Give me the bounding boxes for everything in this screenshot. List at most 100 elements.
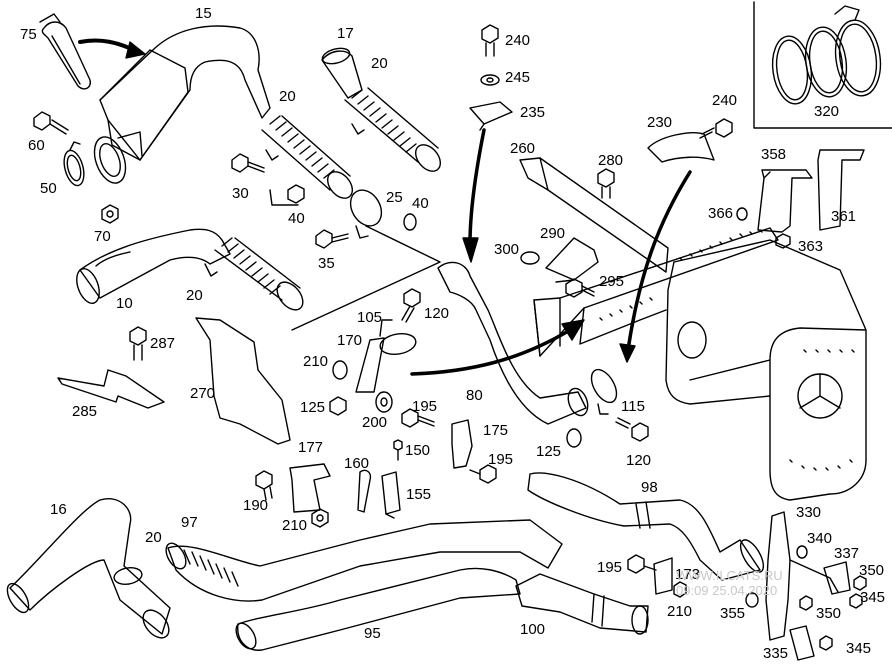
callout-337: 337 xyxy=(834,545,860,562)
bracket-175 xyxy=(451,419,473,469)
watermark: WWW.ILCATS.RU 09:09 25.04.2020 xyxy=(676,568,783,598)
callout-150: 150 xyxy=(405,442,431,459)
callout-155: 155 xyxy=(406,486,432,503)
callout-330: 330 xyxy=(796,504,822,521)
pipe-80 xyxy=(437,261,589,425)
callout-195a: 195 xyxy=(412,398,438,415)
bolt-60 xyxy=(33,111,69,135)
nut-210b xyxy=(311,508,329,528)
bracket-290 xyxy=(545,237,599,283)
callout-170: 170 xyxy=(337,332,363,349)
clamp-50 xyxy=(63,141,85,187)
callout-335: 335 xyxy=(763,645,789,662)
clamp-25 xyxy=(349,189,383,239)
callout-340: 340 xyxy=(807,530,833,547)
bolt-120a xyxy=(401,288,421,323)
callout-260: 260 xyxy=(510,140,536,157)
main-muffler-box xyxy=(665,239,867,501)
nut-40b xyxy=(403,213,417,231)
callout-300: 300 xyxy=(494,241,520,258)
callout-195c: 195 xyxy=(597,559,623,576)
leader-lines-upper xyxy=(291,225,441,331)
arrow-head-75 xyxy=(125,41,146,59)
bracket-170 xyxy=(355,337,385,393)
callout-210b: 210 xyxy=(282,517,308,534)
callout-40a: 40 xyxy=(288,210,305,227)
bolt-120b xyxy=(615,417,649,442)
callout-70: 70 xyxy=(94,228,111,245)
plate-270 xyxy=(195,317,291,445)
callout-80: 80 xyxy=(466,387,483,404)
arrow-head-230 xyxy=(619,343,636,363)
nut-125a xyxy=(329,396,347,416)
callout-287: 287 xyxy=(150,335,176,352)
watermark-timestamp: 09:09 25.04.2020 xyxy=(676,583,778,598)
bolt-287 xyxy=(129,326,147,361)
callout-20b: 20 xyxy=(371,55,388,72)
callout-20d: 20 xyxy=(145,529,162,546)
callout-210a: 210 xyxy=(303,353,329,370)
callout-366: 366 xyxy=(708,205,734,222)
callout-50: 50 xyxy=(40,180,57,197)
heat-shield-260 xyxy=(519,157,669,273)
callout-358: 358 xyxy=(761,146,787,163)
heat-shield-230 xyxy=(647,132,715,163)
bolt-345a xyxy=(849,593,863,609)
callout-177: 177 xyxy=(298,439,324,456)
arrow-head-235 xyxy=(462,237,479,263)
callout-25: 25 xyxy=(386,189,403,206)
bolt-35 xyxy=(315,229,349,249)
callout-290: 290 xyxy=(540,225,566,242)
callout-230: 230 xyxy=(647,114,673,131)
bracket-361 xyxy=(817,149,865,231)
bolt-240b xyxy=(699,118,733,139)
bracket-155 xyxy=(381,471,401,519)
pipe-100 xyxy=(515,573,649,635)
clamp-75 xyxy=(39,13,92,90)
callout-10: 10 xyxy=(116,295,133,312)
nut-210a xyxy=(332,360,348,380)
callout-235: 235 xyxy=(520,104,546,121)
callout-35: 35 xyxy=(318,255,335,272)
bracket-330 xyxy=(765,511,839,641)
callout-173: 173 xyxy=(675,566,701,583)
clamp-20d xyxy=(113,567,143,585)
callout-361: 361 xyxy=(831,208,857,225)
pipe-16 xyxy=(6,498,171,639)
callout-120a: 120 xyxy=(424,305,450,322)
frame-rail xyxy=(533,227,779,357)
inset-frame xyxy=(753,1,892,129)
bracket-173 xyxy=(653,557,673,595)
bolt-350b xyxy=(799,595,813,611)
bracket-160 xyxy=(357,469,372,513)
callout-30: 30 xyxy=(232,185,249,202)
callout-125b: 125 xyxy=(536,443,562,460)
bracket-177 xyxy=(289,463,331,513)
flex-hose-20-upper xyxy=(261,115,354,199)
nut-40a xyxy=(287,184,305,204)
bracket-285 xyxy=(57,369,165,409)
nut-70 xyxy=(101,204,119,224)
callout-20a: 20 xyxy=(279,88,296,105)
bolt-150 xyxy=(393,439,403,461)
watermark-site: WWW.ILCATS.RU xyxy=(676,568,783,583)
clamp-rings-320 xyxy=(771,5,882,105)
callout-285: 285 xyxy=(72,403,98,420)
pipe-97 xyxy=(165,519,563,602)
callout-125a: 125 xyxy=(300,399,326,416)
callout-350a: 350 xyxy=(859,562,885,579)
callout-240b: 240 xyxy=(712,92,738,109)
callout-210c: 210 xyxy=(667,603,693,620)
callout-363: 363 xyxy=(798,238,824,255)
flex-hose-20-lower xyxy=(204,237,304,311)
callout-355: 355 xyxy=(720,605,746,622)
pipe-17 xyxy=(321,47,363,99)
arrow-head-105 xyxy=(561,319,585,341)
bolt-30 xyxy=(231,153,265,173)
callout-100: 100 xyxy=(520,621,546,638)
arrow-105 xyxy=(410,328,572,376)
washer-245 xyxy=(480,74,500,86)
callout-40b: 40 xyxy=(412,195,429,212)
clamp-115 xyxy=(590,368,618,415)
